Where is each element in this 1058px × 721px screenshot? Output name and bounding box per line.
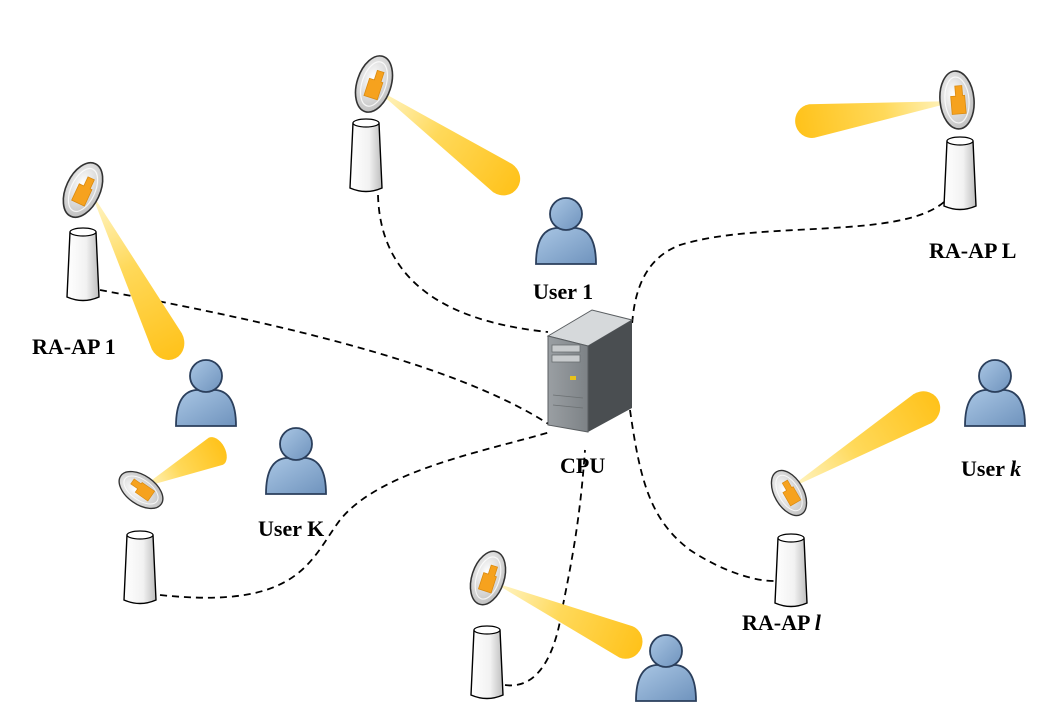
antenna-tower-icon	[774, 533, 808, 608]
user-icon	[964, 359, 1026, 427]
access-point-ap1	[54, 155, 112, 302]
reflector-dish-icon	[463, 546, 513, 610]
label-ra-ap-l-prefix: RA-AP	[742, 610, 815, 635]
label-user-1: User 1	[533, 279, 593, 304]
link-bottom-cpu	[504, 449, 586, 687]
beam-icon	[779, 384, 947, 507]
label-ra-ap-l-index: l	[815, 610, 822, 635]
label-user-k-index: k	[1010, 456, 1021, 481]
antenna-tower-icon	[943, 136, 977, 211]
label-user-k-prefix: User	[961, 456, 1010, 481]
access-point-top	[348, 50, 400, 193]
antenna-tower-icon	[470, 625, 504, 700]
antenna-tower-icon	[123, 530, 157, 605]
user-icon	[175, 359, 237, 427]
access-point-bottom	[463, 546, 513, 700]
reflector-dish-icon	[111, 463, 171, 517]
user-icon	[535, 197, 597, 265]
access-point-apK	[111, 463, 171, 605]
antenna-tower-icon	[66, 227, 100, 302]
label-ra-ap-1: RA-AP 1	[32, 334, 116, 359]
reflector-dish-icon	[348, 50, 400, 118]
antenna-tower-icon	[349, 118, 383, 193]
user-icon	[265, 427, 327, 495]
label-user-k: User k	[961, 456, 1021, 481]
label-user-K: User K	[258, 516, 324, 541]
access-point-apl	[763, 463, 815, 608]
user-icon	[635, 634, 697, 702]
reflector-dish-icon	[763, 463, 815, 523]
link-top-cpu	[377, 194, 549, 333]
label-ra-ap-l: RA-AP l	[742, 610, 822, 635]
link-ap1-cpu	[99, 289, 551, 426]
link-apK-cpu	[159, 431, 551, 599]
beam-icon	[485, 569, 648, 664]
server-icon	[546, 309, 634, 433]
beam-icon	[792, 81, 960, 141]
link-apl-cpu	[629, 409, 785, 582]
fronthaul-links	[99, 194, 945, 687]
access-point-apL	[936, 68, 978, 211]
label-ra-ap-L: RA-AP L	[929, 238, 1016, 263]
label-cpu: CPU	[560, 453, 605, 478]
link-apL-cpu	[631, 201, 945, 326]
reflector-dish-icon	[936, 68, 978, 132]
